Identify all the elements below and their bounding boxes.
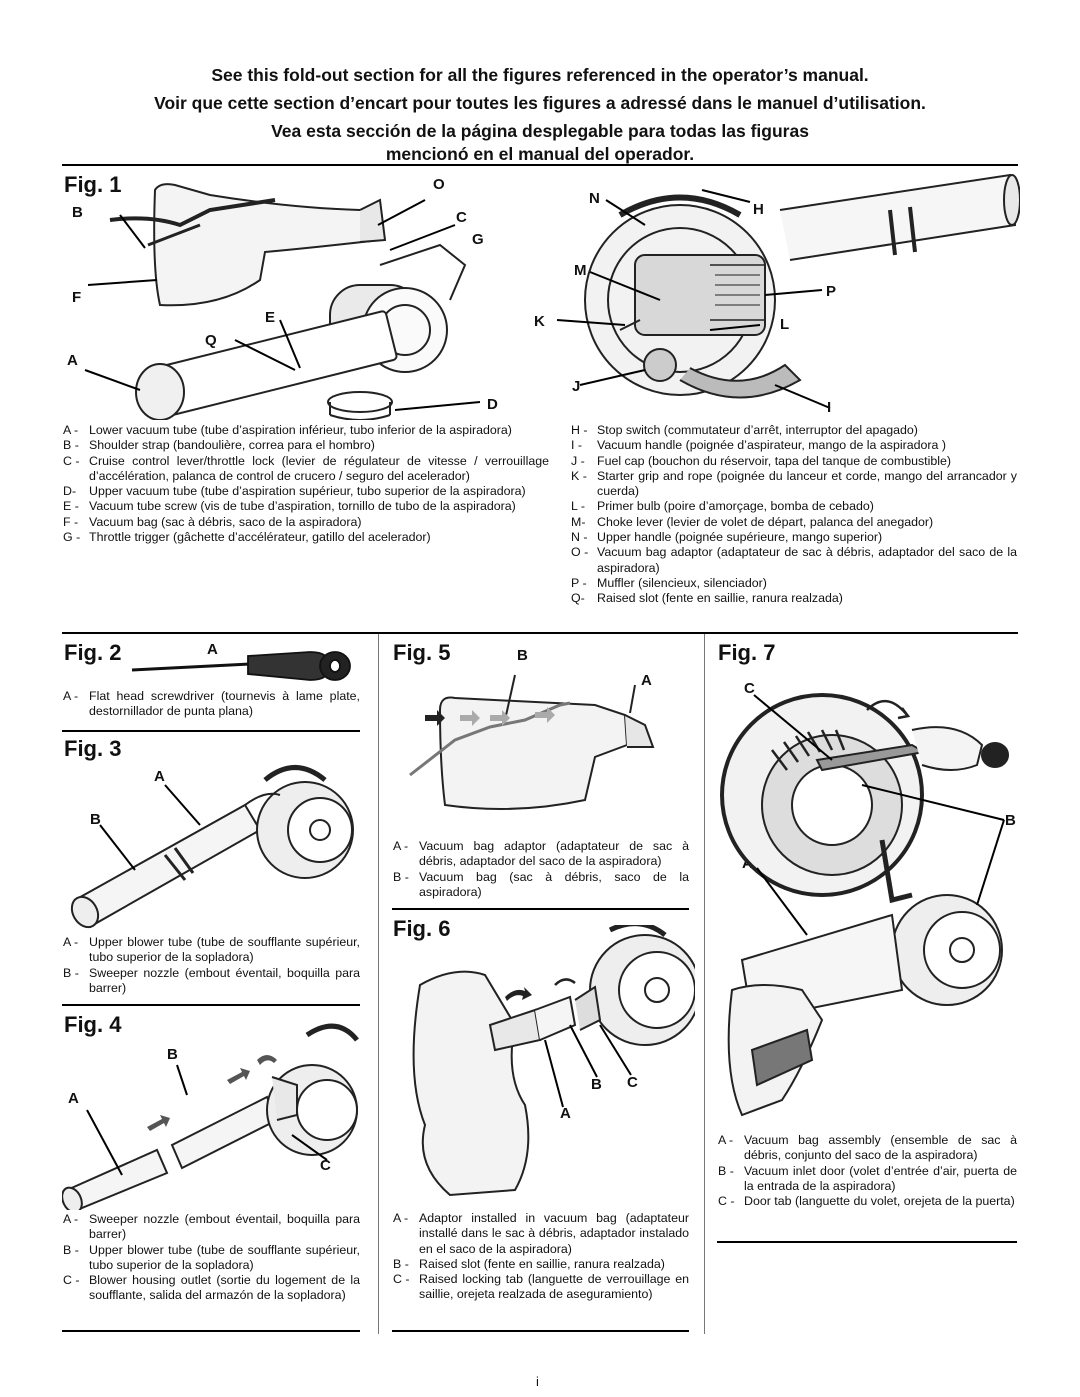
fig1-callout-p: P [826,283,837,300]
fig1-callout-c: C [456,209,467,226]
fig3-title: Fig. 3 [64,736,122,761]
fig1-callout-g: G [472,231,484,248]
list-item: C -Blower housing outlet (sortie du loge… [63,1273,360,1303]
fig7-callout-b: B [1005,812,1016,829]
list-item: A -Vacuum bag adaptor (adaptateur de sac… [393,839,689,869]
fig1-callout-h: H [753,201,764,218]
fig4-bottom-rule [62,1330,360,1332]
list-item: G -Throttle trigger (gâchette d’accéléra… [63,530,431,545]
fig4-title: Fig. 4 [64,1012,122,1037]
fig1-callout-n: N [589,190,600,207]
fig4-callout-a: A [68,1090,79,1107]
fig2-bottom-rule [62,730,360,732]
fig1-callout-j: J [572,378,581,395]
fig1-callout-q: Q [205,332,217,349]
fig5-legend: A -Vacuum bag adaptor (adaptateur de sac… [393,839,689,900]
fig1-callout-b: B [72,204,83,221]
fig7-legend: A -Vacuum bag assembly (ensemble de sac … [718,1133,1017,1209]
fig6-callout-b: B [591,1076,602,1093]
fig3-callout-a: A [154,768,165,785]
list-item: A -Upper blower tube (tube de soufflante… [63,935,360,965]
list-item: E -Vacuum tube screw (vis de tube d’aspi… [63,499,516,514]
fig1-callout-l: L [780,316,790,333]
fig2-title: Fig. 2 [64,640,122,665]
fig4-callout-c: C [320,1157,331,1174]
fig2-legend: A -Flat head screwdriver (tournevis à la… [63,689,360,720]
fig1-blower-engine-illustration [556,173,1020,409]
fig6-callout-c: C [627,1074,638,1091]
fig1-callout-d: D [487,396,498,413]
list-item: A -Sweeper nozzle (embout éventail, boqu… [63,1212,360,1242]
list-item: C -Door tab (languette du volet, orejeta… [718,1194,1015,1209]
list-item: Q-Raised slot (fente en saillie, ranura … [571,591,843,606]
list-item: A -Adaptor installed in vacuum bag (adap… [393,1211,689,1256]
list-item: P -Muffler (silencieux, silenciador) [571,575,767,590]
list-item: N -Upper handle (poignée supérieure, man… [571,530,883,545]
list-item: D-Upper vacuum tube (tube d’aspiration s… [63,484,526,499]
fig5-bottom-rule [392,908,689,910]
list-item: C -Cruise control lever/throttle lock (l… [63,453,549,483]
column-divider-2 [704,634,705,1334]
list-item: K -Starter grip and rope (poignée du lan… [571,468,1017,499]
header-line-es-1: Vea esta sección de la página desplegabl… [271,121,809,141]
fig1-callout-m: M [574,262,587,279]
fig6-title: Fig. 6 [393,916,451,941]
screwdriver-illustration [131,651,351,681]
fig1-callout-e: E [265,309,276,326]
header-line-es-2: mencionó en el manual del operador. [385,144,695,164]
list-item: J -Fuel cap (bouchon du réservoir, tapa … [571,453,952,468]
header-line-fr: Voir que cette section d’encart pour tou… [154,93,926,113]
list-item: A -Vacuum bag assembly (ensemble de sac … [718,1133,1017,1163]
fig7-bottom-rule [717,1241,1017,1243]
fig1-legend-left: A -Lower vacuum tube (tube d’aspiration … [63,423,549,545]
fig4-nozzle-assembly-illustration [62,1023,359,1210]
fig7-title: Fig. 7 [718,640,776,665]
fig5-vacuum-bag-illustration [409,674,655,810]
fig1-bottom-rule [62,632,1018,634]
fig6-adaptor-install-illustration [412,925,695,1197]
fig3-legend: A -Upper blower tube (tube de soufflante… [63,935,360,996]
list-item: F -Vacuum bag (sac à débris, saco de la … [63,514,362,529]
fig6-legend: A -Adaptor installed in vacuum bag (adap… [393,1211,689,1303]
fig1-legend-right: H -Stop switch (commutateur d’arrêt, int… [571,423,1017,607]
fig5-callout-b: B [517,647,528,664]
fig1-callout-f: F [72,289,82,306]
list-item: B -Shoulder strap (bandoulière, correa p… [63,438,375,453]
fig1-callout-k: K [534,313,545,330]
list-item: M-Choke lever (levier de volet de départ… [571,514,934,529]
fig4-callout-b: B [167,1046,178,1063]
fig3-callout-b: B [90,811,101,828]
list-item: B -Vacuum bag (sac à débris, saco de la … [393,869,689,899]
list-item: L -Primer bulb (poire d’amorçage, bomba … [571,499,874,514]
fig3-bottom-rule [62,1004,360,1006]
fig6-callout-a: A [560,1105,571,1122]
page-number: i [536,1374,539,1389]
fig5-title: Fig. 5 [393,640,451,665]
fig1-callout-o: O [433,176,445,193]
fig1-title: Fig. 1 [64,172,122,197]
fig4-legend: A -Sweeper nozzle (embout éventail, boqu… [63,1212,360,1304]
list-item: B -Vacuum inlet door (volet d’entrée d’a… [718,1163,1017,1193]
fig1-callout-a: A [67,352,78,369]
fig1-vacuum-illustration [84,183,481,420]
fig5-callout-a: A [641,672,652,689]
list-item: H -Stop switch (commutateur d’arrêt, int… [571,423,918,437]
list-item: B -Raised slot (fente en saillie, ranura… [393,1256,665,1271]
list-item: A -Lower vacuum tube (tube d’aspiration … [63,423,512,437]
list-item: B -Sweeper nozzle (embout éventail, boqu… [63,965,360,995]
list-item: C -Raised locking tab (languette de verr… [393,1272,689,1302]
header-line-en: See this fold-out section for all the fi… [211,65,869,85]
list-item: I -Vacuum handle (poignée d’aspirateur, … [571,438,946,453]
list-item: O -Vacuum bag adaptor (adaptateur de sac… [571,545,1017,575]
fig7-callout-c: C [744,680,755,697]
fig6-bottom-rule [392,1330,689,1332]
header-rule [62,164,1018,166]
fig7-inlet-door-illustration [720,693,1009,1117]
list-item: A -Flat head screwdriver (tournevis à la… [63,689,360,719]
column-divider-1 [378,634,379,1334]
fig1-callout-i: I [827,399,832,416]
fig2-callout-a: A [207,641,218,658]
list-item: B -Upper blower tube (tube de soufflante… [63,1242,360,1272]
fig3-blower-tube-illustration [70,765,354,929]
